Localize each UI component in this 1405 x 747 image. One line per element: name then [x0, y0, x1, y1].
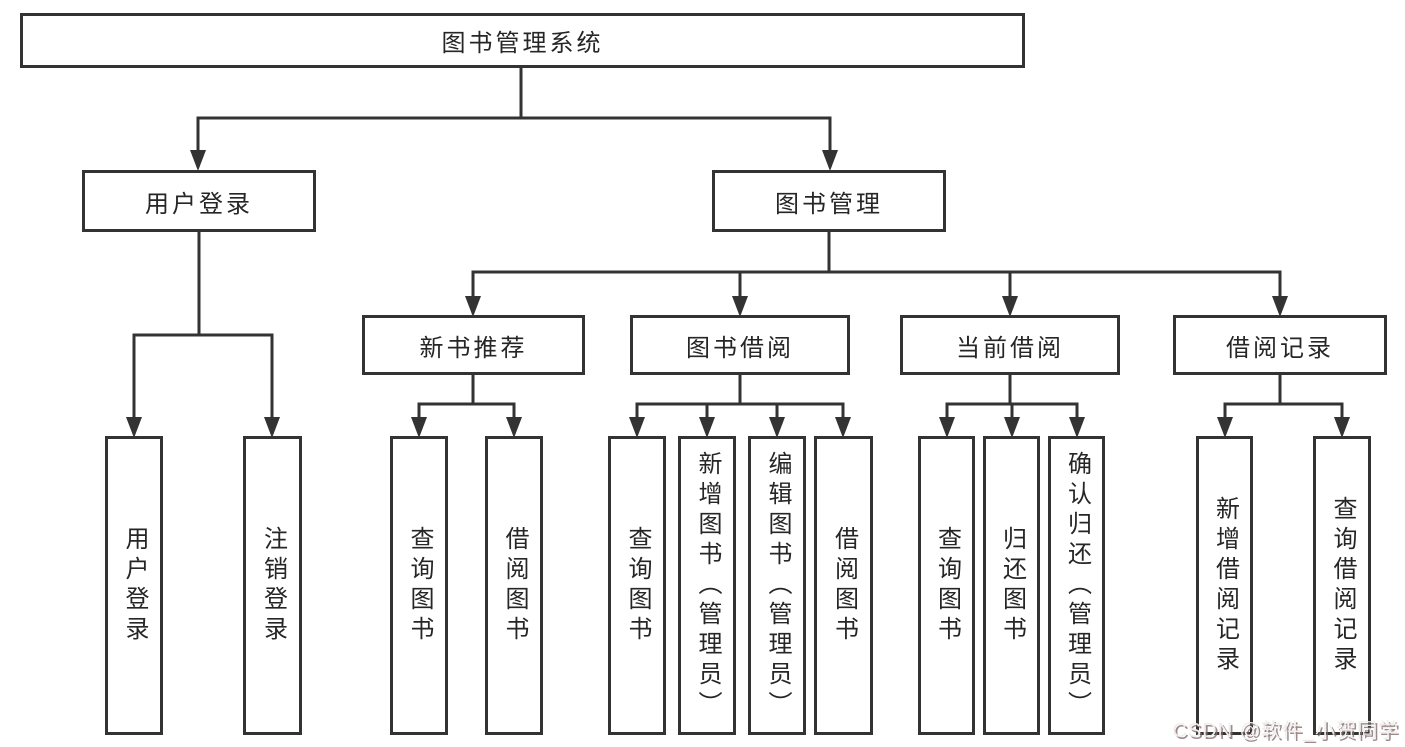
- leaf-current-query-book: 查询图书: [918, 436, 975, 735]
- leaf-return-book: 归还图书: [983, 436, 1040, 735]
- connector-user-login-to-leaves: [126, 231, 280, 438]
- leaf-confirm-return-admin: 确认归还（管理员）: [1048, 436, 1105, 735]
- node-new-book-recommend: 新书推荐: [362, 315, 585, 375]
- connector-book-management-to-level3: [465, 231, 1288, 317]
- leaf-logout-login: 注销登录: [243, 436, 302, 735]
- connector-book-borrow-to-leaves: [629, 373, 851, 438]
- node-root-system: 图书管理系统: [20, 13, 1025, 68]
- node-user-login-group: 用户登录: [82, 170, 316, 232]
- csdn-watermark: CSDN @软件_小贺同学: [1172, 720, 1399, 742]
- node-book-borrow: 图书借阅: [630, 315, 850, 375]
- leaf-borrow-borrow-book: 借阅图书: [814, 436, 873, 735]
- leaf-borrow-query-book: 查询图书: [608, 436, 666, 735]
- node-borrow-records: 借阅记录: [1173, 315, 1387, 375]
- connector-borrow-records-to-leaves: [1217, 373, 1350, 438]
- leaf-recommend-query-book: 查询图书: [390, 436, 448, 735]
- leaf-add-book-admin: 新增图书（管理员）: [678, 436, 736, 735]
- leaf-user-login: 用户登录: [105, 436, 163, 735]
- leaf-query-borrow-record: 查询借阅记录: [1313, 436, 1371, 735]
- leaf-edit-book-admin: 编辑图书（管理员）: [748, 436, 806, 735]
- leaf-recommend-borrow-book: 借阅图书: [485, 436, 543, 735]
- connector-root-to-level2: [190, 66, 838, 171]
- connector-new-book-recommend-to-leaves: [411, 373, 522, 438]
- leaf-add-borrow-record: 新增借阅记录: [1196, 436, 1253, 735]
- node-book-management: 图书管理: [712, 170, 946, 232]
- connector-current-borrow-to-leaves: [939, 373, 1085, 438]
- node-current-borrow: 当前借阅: [900, 315, 1120, 375]
